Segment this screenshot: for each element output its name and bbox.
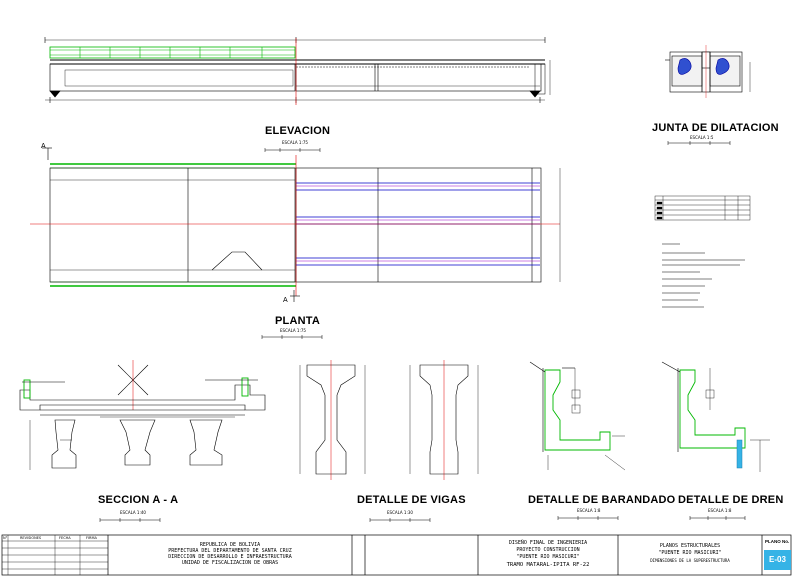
institution-line-1: REPUBLICA DE BOLIVIA — [199, 542, 261, 548]
plan-view — [30, 147, 561, 302]
sheet-number-badge: E-03 — [764, 550, 791, 570]
girder-scale-label: ESCALA 1:30 — [387, 510, 413, 515]
elevation-title: ELEVACION — [265, 125, 331, 137]
plans-line-3: DIMENSIONES DE LA SUPERESTRUCTURA — [650, 558, 730, 563]
expansion-joint-view — [665, 45, 751, 98]
project-line-1: DISEÑO FINAL DE INGENIERIA — [508, 540, 588, 546]
cross-section-view — [19, 360, 266, 470]
revision-description-header: REVISIONES — [20, 536, 42, 540]
title-block — [1, 534, 792, 576]
cross-section-title: SECCION A - A — [98, 494, 179, 506]
revision-signature-header: FIRMA — [86, 536, 97, 540]
project-line-3: "PUENTE RIO MASICURI" — [516, 554, 580, 560]
general-notes — [662, 243, 745, 308]
plans-line-1: PLANOS ESTRUCTURALES — [659, 543, 721, 549]
section-scale-bar — [99, 518, 161, 522]
girder-detail-view — [299, 360, 479, 480]
joint-scale-label: ESCALA 1:5 — [690, 135, 714, 140]
joint-scale-bar — [667, 141, 731, 145]
drain-detail-title: DETALLE DE DREN — [678, 494, 784, 506]
section-scale-label: ESCALA 1:40 — [120, 510, 146, 515]
expansion-joint-title: JUNTA DE DILATACION — [652, 122, 779, 134]
revision-number-header: N° — [3, 536, 8, 540]
project-line-4: TRAMO MATARAL-IPITA RF-22 — [506, 562, 590, 568]
project-line-2: PROYECTO CONSTRUCCION — [516, 547, 580, 553]
revision-date-header: FECHA — [59, 536, 71, 540]
elevation-railing — [49, 46, 296, 59]
railing-detail-title: DETALLE DE BARANDADO — [528, 494, 676, 506]
plan-title: PLANTA — [275, 315, 320, 327]
plan-scale-label: ESCALA 1:75 — [280, 328, 306, 333]
drain-scale-bar — [689, 516, 746, 520]
railing-scale-bar — [557, 516, 619, 520]
institution-line-3: DIRECCION DE DESARROLLO E INFRAESTRUCTUR… — [168, 554, 292, 560]
plan-scale-bar — [261, 335, 323, 339]
quantities-table — [654, 195, 751, 221]
elevation-scale-bar — [264, 148, 321, 152]
section-mark-top: A — [41, 143, 46, 150]
plans-line-2: "PUENTE RIO MASICURI" — [658, 550, 722, 556]
girder-scale-bar — [369, 518, 431, 522]
institution-line-4: UNIDAD DE FISCALIZACION DE OBRAS — [181, 560, 279, 566]
elevation-view — [44, 37, 551, 105]
sheet-number-label: PLANO No. — [765, 539, 790, 544]
drain-detail-view — [661, 361, 770, 472]
institution-line-2: PREFECTURA DEL DEPARTAMENTO DE SANTA CRU… — [168, 548, 292, 554]
railing-detail-view — [529, 361, 626, 471]
drain-scale-label: ESCALA 1:8 — [708, 508, 732, 513]
girder-detail-title: DETALLE DE VIGAS — [357, 494, 466, 506]
elevation-scale-label: ESCALA 1:75 — [282, 140, 308, 145]
section-mark-bottom: A — [283, 297, 288, 304]
railing-scale-label: ESCALA 1:8 — [577, 508, 601, 513]
